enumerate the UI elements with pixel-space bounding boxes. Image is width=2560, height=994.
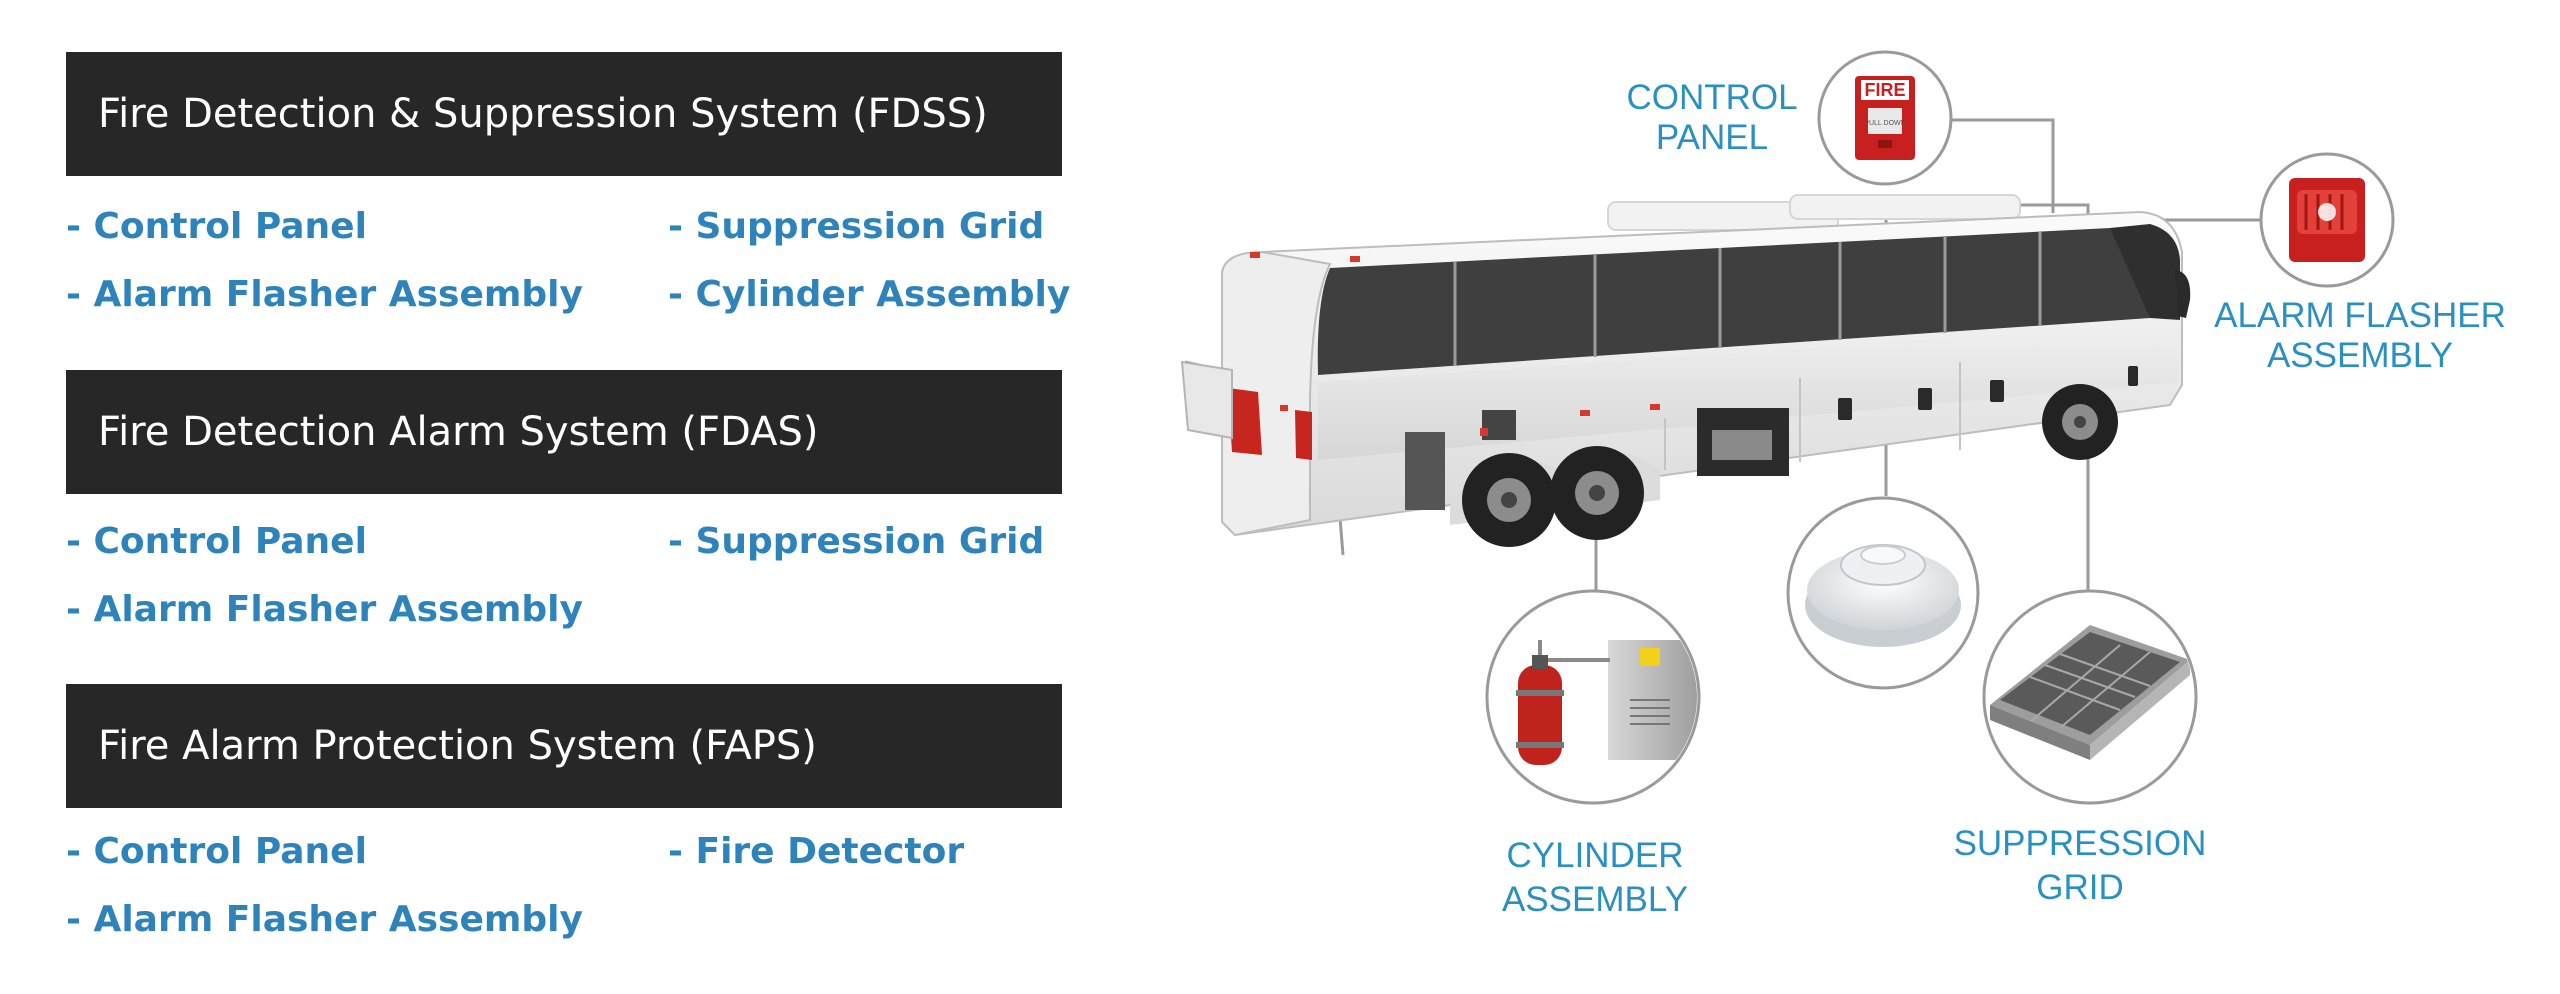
pull-sign-text: PULL DOWN bbox=[1864, 120, 1905, 127]
fdas-item-alarm-flasher: - Alarm Flasher Assembly bbox=[66, 589, 583, 630]
fdss-header: Fire Detection & Suppression System (FDS… bbox=[66, 52, 1062, 176]
label-alarm-flasher: ALARM FLASHER ASSEMBLY bbox=[2190, 296, 2530, 376]
label-cylinder-assembly: CYLINDER ASSEMBLY bbox=[1470, 834, 1720, 922]
faps-item-alarm-flasher: - Alarm Flasher Assembly bbox=[66, 899, 583, 940]
faps-item-control-panel: - Control Panel bbox=[66, 831, 367, 872]
cylinder-assembly-callout bbox=[1485, 589, 1701, 805]
fdas-item-control-panel: - Control Panel bbox=[66, 521, 367, 562]
label-cylinder-line1: CYLINDER bbox=[1506, 836, 1684, 875]
label-alarm-flasher-line2: ASSEMBLY bbox=[2266, 336, 2454, 375]
faps-header: Fire Alarm Protection System (FAPS) bbox=[66, 684, 1062, 808]
alarm-flasher-callout bbox=[2259, 152, 2395, 288]
connector-control-panel bbox=[1947, 118, 2055, 213]
label-control-panel-line1: CONTROL bbox=[1626, 78, 1798, 117]
fire-sign-text: FIRE bbox=[1864, 80, 1905, 100]
label-cylinder-line2: ASSEMBLY bbox=[1501, 880, 1689, 919]
fdss-item-alarm-flasher: - Alarm Flasher Assembly bbox=[66, 274, 583, 315]
fdss-item-cylinder-assembly: - Cylinder Assembly bbox=[668, 274, 1071, 315]
fire-detector-callout bbox=[1786, 496, 1980, 690]
label-alarm-flasher-line1: ALARM FLASHER bbox=[2214, 296, 2506, 335]
faps-item-fire-detector: - Fire Detector bbox=[668, 831, 965, 872]
label-suppression-grid-line1: SUPPRESSION bbox=[1953, 824, 2207, 863]
fdss-item-suppression-grid: - Suppression Grid bbox=[668, 206, 1045, 247]
label-control-panel-line2: PANEL bbox=[1655, 118, 1769, 157]
fdss-item-control-panel: - Control Panel bbox=[66, 206, 367, 247]
fdas-header: Fire Detection Alarm System (FDAS) bbox=[66, 370, 1062, 494]
label-suppression-grid-line2: GRID bbox=[2036, 868, 2124, 907]
label-control-panel: CONTROL PANEL bbox=[1600, 78, 1824, 158]
bus-image bbox=[1180, 194, 2191, 547]
fdas-item-suppression-grid: - Suppression Grid bbox=[668, 521, 1045, 562]
label-suppression-grid: SUPPRESSION GRID bbox=[1940, 822, 2220, 910]
control-panel-callout: FIRE PULL DOWN bbox=[1817, 50, 1953, 186]
suppression-grid-callout bbox=[1982, 589, 2198, 805]
